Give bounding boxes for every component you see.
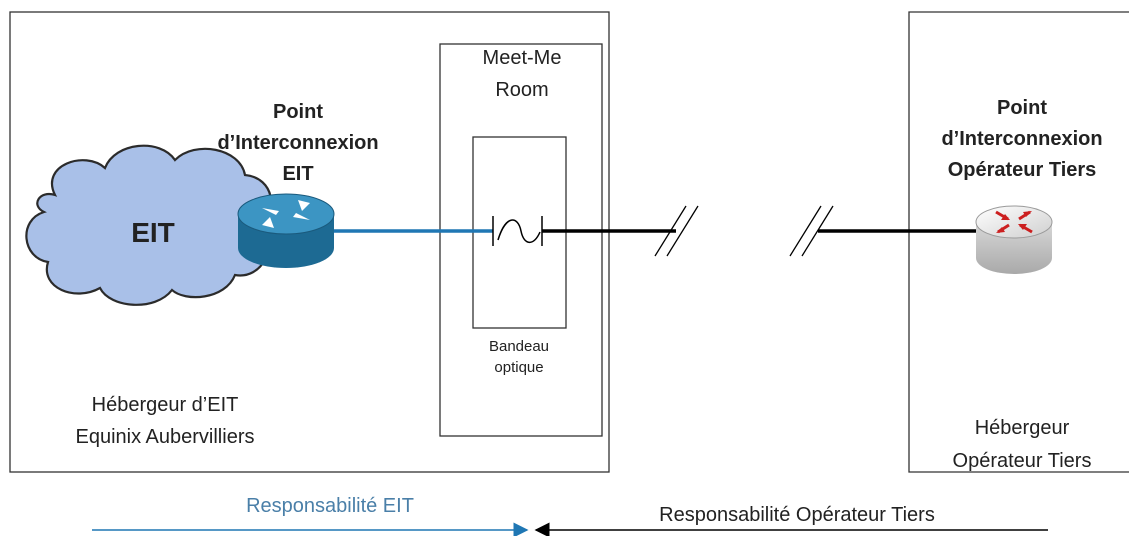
operator-responsibility-label: Responsabilité Opérateur Tiers: [659, 504, 935, 526]
operator-host-label-line1: Hébergeur: [975, 417, 1070, 439]
operator-host-label-line2: Opérateur Tiers: [953, 450, 1092, 472]
right-site-frame: [908, 11, 1129, 473]
eit-cloud-label: EIT: [131, 217, 175, 248]
meet-me-room-frame: [439, 43, 603, 437]
optical-panel-label-line1: Bandeau: [489, 338, 549, 355]
eit-router-title-line3: EIT: [282, 163, 313, 185]
eit-responsibility-label: Responsabilité EIT: [246, 495, 414, 517]
break-mark-left: [654, 205, 699, 257]
optical-panel-label-line2: optique: [494, 359, 543, 376]
meet-me-room-title-line2: Room: [495, 79, 548, 101]
eit-host-label-line2: Equinix Aubervilliers: [76, 426, 255, 448]
operator-router-title-line1: Point: [997, 97, 1047, 119]
operator-router-title-line2: d’Interconnexion: [941, 128, 1102, 150]
left-site-frame: [9, 11, 610, 473]
operator-router-title-line3: Opérateur Tiers: [948, 159, 1097, 181]
eit-cloud: [25, 144, 273, 306]
eit-host-label-line1: Hébergeur d’EIT: [92, 394, 239, 416]
eit-router-icon: [237, 193, 335, 268]
optical-connector-icon: [492, 216, 543, 246]
meet-me-room-title-line1: Meet-Me: [483, 47, 562, 69]
eit-router-title-line2: d’Interconnexion: [217, 132, 378, 154]
eit-router-title-line1: Point: [273, 101, 323, 123]
break-mark-right: [789, 205, 834, 257]
operator-router-icon: [975, 205, 1053, 274]
